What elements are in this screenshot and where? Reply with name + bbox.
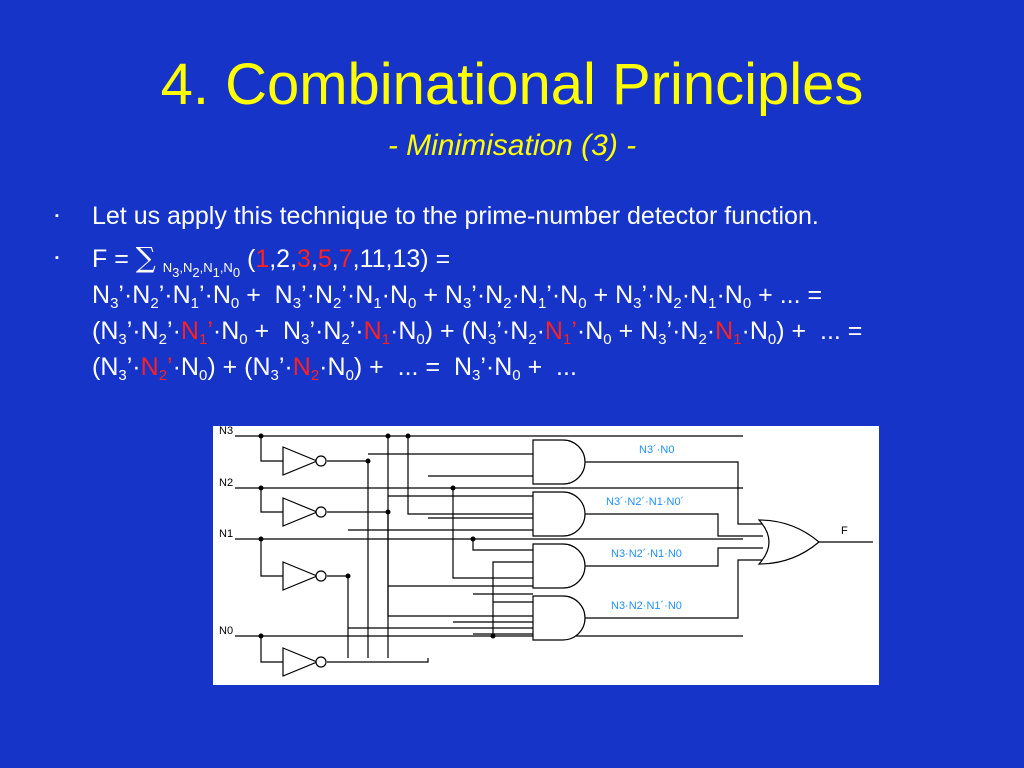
bullet-list: ▪ Let us apply this technique to the pri… [52,198,1002,385]
term-label-2: N3´·N2´·N1·N0´ [606,496,684,508]
and-gate-1 [532,439,586,485]
expansion-line-3: (N3’·N2’·N0) + (N3’·N2·N0) + ... = N3’·N… [92,353,577,384]
and-gate-3 [532,543,586,589]
and-gate-4 [532,595,586,641]
bullet-item-2: ▪ F = ∑ N3,N2,N1,N0 (1,2,3,5,7,11,13) = … [52,240,1002,385]
bullet-item-1: ▪ Let us apply this technique to the pri… [52,198,1002,234]
logic-circuit-diagram: N3 N2 N1 N0 N3´·N0 N3´·N2´·N1·N0´ N3·N2´… [213,426,879,685]
input-label-n2: N2 [219,477,233,489]
bullet-text: Let us apply this technique to the prime… [92,202,819,230]
bullet-marker-icon: ▪ [55,210,59,222]
term-label-3: N3·N2´·N1·N0 [611,548,682,560]
input-label-n0: N0 [219,625,233,637]
or-gate [757,519,820,565]
function-definition: F = ∑ N3,N2,N1,N0 (1,2,3,5,7,11,13) = [92,241,451,280]
slide-title: 4. Combinational Principles [160,52,864,117]
bullet-marker-icon: ▪ [55,252,59,264]
and-gate-2 [532,491,586,537]
circuit-svg: N3 N2 N1 N0 N3´·N0 N3´·N2´·N1·N0´ N3·N2´… [219,426,873,677]
term-label-4: N3·N2·N1´·N0 [611,600,682,612]
input-label-n3: N3 [219,426,233,437]
input-label-n1: N1 [219,528,233,540]
output-label-f: F [841,525,848,537]
expansion-line-2: (N3’·N2’·N1’·N0 + N3’·N2’·N1·N0) + (N3’·… [92,317,863,348]
expansion-line-1: N3’·N2’·N1’·N0 + N3’·N2’·N1·N0 + N3’·N2·… [92,281,823,312]
slide-subtitle: - Minimisation (3) - [387,129,637,162]
term-label-1: N3´·N0 [639,444,674,456]
